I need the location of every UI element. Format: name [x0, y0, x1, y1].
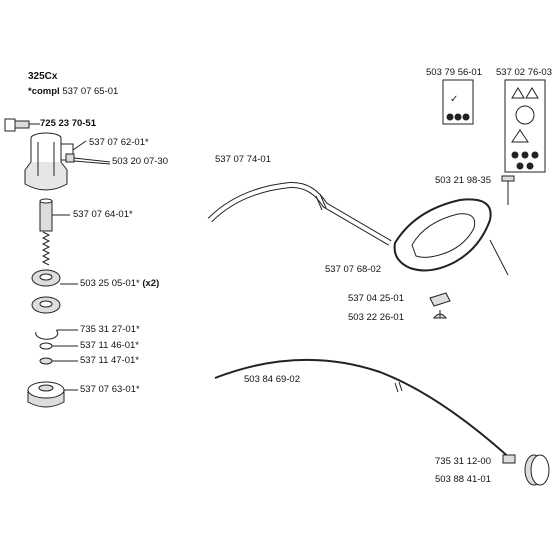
part-number: 537 07 74-01: [215, 154, 271, 165]
part-number: 735 31 27-01*: [80, 324, 140, 335]
throttle-cable: [214, 358, 513, 461]
washer-537-11-46: [39, 342, 78, 350]
bearing-1: [31, 269, 61, 287]
part-number: 537 11 47-01*: [80, 355, 139, 366]
part-number: 503 22 26-01: [348, 312, 404, 323]
part-number: 537 07 62-01*: [89, 137, 149, 148]
drive-pulley: [27, 381, 78, 408]
handle-bar-tube: [207, 181, 392, 246]
compl-number: 537 07 65-01: [62, 86, 119, 97]
cable-knob: [502, 454, 550, 486]
part-number: 537 04 25-01: [348, 293, 404, 304]
part-number: 537 07 68-02: [325, 264, 381, 275]
bolt-503-21: [501, 175, 515, 205]
compl-line: *compl 537 07 65-01: [28, 86, 118, 97]
bearing-2: [31, 296, 61, 314]
part-number: 503 21 98-35: [435, 175, 491, 186]
part-number-qty: 503 25 05-01* (x2): [80, 278, 159, 289]
part-number: 537 07 64-01*: [73, 209, 133, 220]
part-number: 503 84 69-02: [244, 374, 300, 385]
svg-text:✓: ✓: [450, 94, 458, 105]
washer-537-11-47: [39, 357, 78, 365]
part-number: 725 23 70-51: [40, 118, 96, 129]
part-number: 503 20 07-30: [112, 156, 168, 167]
part-number: 503 79 56-01: [426, 67, 482, 78]
decal-537-02-76: [504, 79, 546, 173]
nut-503-22: [432, 310, 448, 319]
circlip: [35, 329, 78, 340]
part-qty: (x2): [142, 278, 160, 289]
bushing-537-07-64: [39, 198, 70, 266]
part-number: 735 31 12-00: [435, 456, 491, 467]
part-number: 537 11 46-01*: [80, 340, 139, 351]
part-number: 537 07 63-01*: [80, 384, 140, 395]
decal-503-79-56: ✓: [442, 79, 474, 125]
bolt-503-20: [65, 153, 111, 165]
loop-handle: [393, 198, 509, 276]
model-name: 325Cx: [28, 71, 58, 82]
part-number: 503 25 05-01*: [80, 278, 140, 289]
part-number: 537 02 76-03: [496, 67, 552, 78]
clamp-housing: [24, 132, 74, 191]
compl-prefix: *compl: [28, 86, 60, 97]
clamp-537-04: [429, 292, 451, 307]
screw-725: [4, 118, 40, 132]
part-number: 503 88 41-01: [435, 474, 491, 485]
